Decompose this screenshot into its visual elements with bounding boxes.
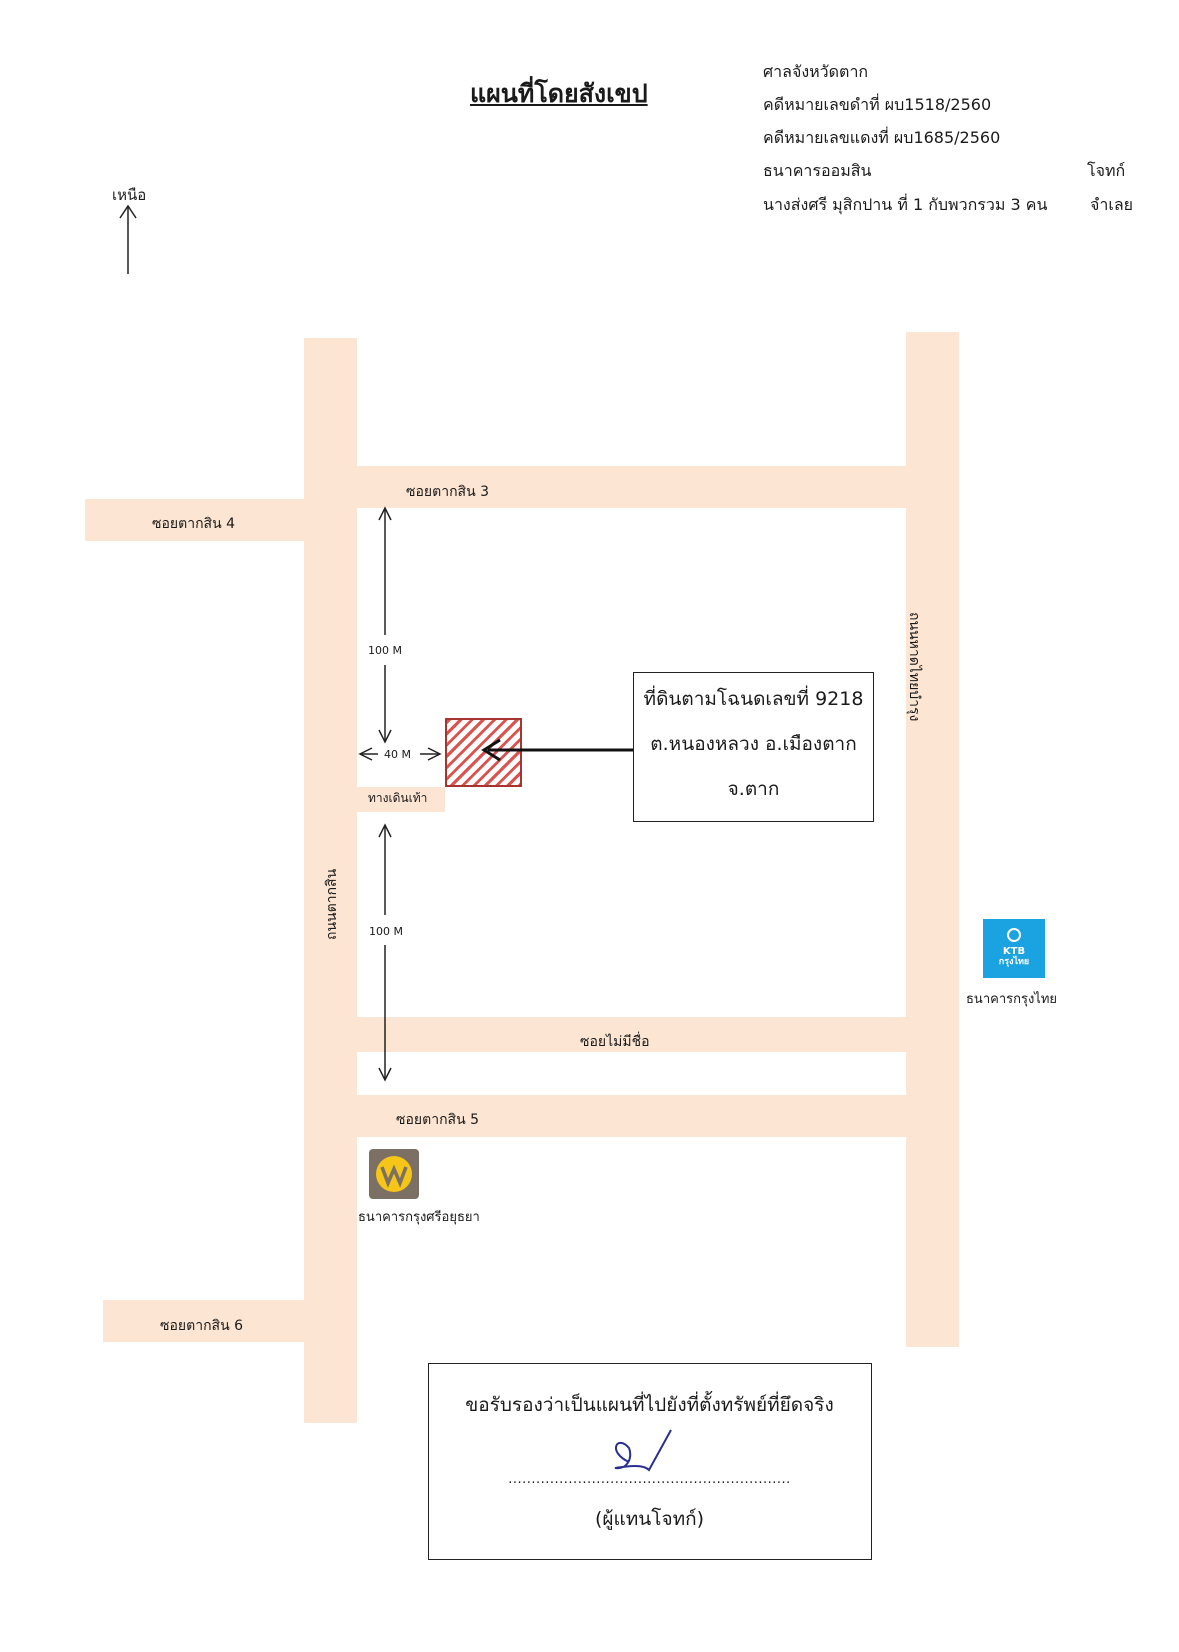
- road-soi-taksin-5: [357, 1095, 906, 1137]
- road-unnamed-soi: [304, 1017, 906, 1052]
- deed-info-box: ที่ดินตามโฉนดเลขที่ 9218 ต.หนองหลวง อ.เม…: [633, 672, 874, 822]
- distance-west: 40 M: [382, 747, 413, 762]
- label-soi-taksin-6: ซอยตากสิน 6: [160, 1318, 244, 1334]
- certification-box: ขอรับรองว่าเป็นแผนที่ไปยังที่ตั้งทรัพย์ท…: [428, 1363, 872, 1560]
- pointer-arrow-icon: [481, 738, 634, 762]
- krungsri-mark-icon: [376, 1156, 412, 1192]
- deed-subdistrict-district: ต.หนองหลวง อ.เมืองตาก: [650, 733, 857, 755]
- label-soi-taksin-4: ซอยตากสิน 4: [152, 516, 236, 532]
- north-label: เหนือ: [112, 186, 147, 204]
- map-title: แผนที่โดยสังเขป: [470, 79, 648, 108]
- ktb-bird-icon: [1007, 928, 1021, 942]
- north-arrow-icon: [119, 204, 137, 274]
- label-unnamed-soi: ซอยไม่มีชื่อ: [580, 1034, 650, 1050]
- deed-number: ที่ดินตามโฉนดเลขที่ 9218: [643, 688, 864, 710]
- defendant-name: นางส่งศรี มุสิกปาน ที่ 1 กับพวกรวม 3 คน: [763, 195, 1048, 214]
- signature: [614, 1429, 672, 1472]
- signature-line: ........................................…: [508, 1472, 791, 1487]
- label-soi-taksin-5: ซอยตากสิน 5: [396, 1112, 480, 1128]
- deed-province: จ.ตาก: [727, 778, 780, 800]
- road-soi-taksin-6: [103, 1300, 304, 1342]
- road-soi-taksin-4: [85, 499, 304, 541]
- red-case-number: คดีหมายเลขแดงที่ ผบ1685/2560: [763, 128, 1001, 147]
- krungsri-branch-label: ธนาคารกรุงศรีอยุธยา: [358, 1210, 480, 1225]
- label-soi-taksin-3: ซอยตากสิน 3: [406, 484, 490, 500]
- black-case-number: คดีหมายเลขดำที่ ผบ1518/2560: [763, 95, 992, 114]
- road-hattaibamrung: [906, 332, 959, 1347]
- court-name: ศาลจังหวัดตาก: [763, 62, 869, 81]
- defendant-role: จำเลย: [1090, 195, 1134, 214]
- plaintiff-role: โจทก์: [1087, 161, 1126, 180]
- ktb-branch-label: ธนาคารกรุงไทย: [966, 992, 1058, 1007]
- walkway: [357, 787, 445, 812]
- plaintiff-name: ธนาคารออมสิน: [763, 161, 872, 180]
- road-soi-taksin-3: [357, 466, 906, 508]
- road-taksin: [304, 338, 357, 1423]
- krungsri-logo-icon: [369, 1149, 419, 1199]
- certification-statement: ขอรับรองว่าเป็นแผนที่ไปยังที่ตั้งทรัพย์ท…: [465, 1394, 834, 1416]
- land-plot-marker: [445, 718, 522, 787]
- distance-south: 100 M: [367, 924, 405, 939]
- distance-north: 100 M: [366, 643, 404, 658]
- label-walkway: ทางเดินเท้า: [368, 791, 428, 805]
- ktb-logo-icon: KTB กรุงไทย: [983, 919, 1045, 978]
- signatory-role: (ผู้แทนโจทก์): [594, 1508, 705, 1530]
